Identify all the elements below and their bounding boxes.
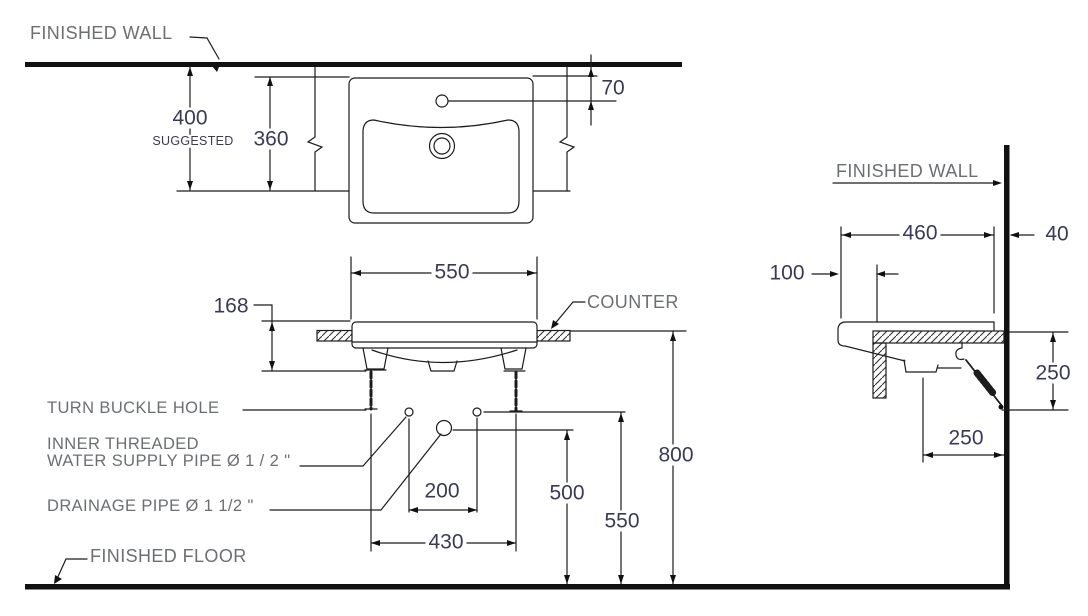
dim-250-bottom-label: 250 — [945, 427, 987, 449]
sink-side-profile — [837, 321, 995, 362]
floor-line — [25, 584, 1010, 590]
side-elevation-view — [811, 145, 1069, 589]
counter-break-right — [558, 66, 576, 192]
counter-hatch-right — [536, 329, 571, 342]
counter-break-left — [306, 66, 324, 192]
drain-pipe-hole — [435, 419, 453, 437]
dim-550-width-label: 550 — [431, 261, 473, 283]
dim-500-label: 500 — [546, 482, 588, 504]
finished-floor-label: FINISHED FLOOR — [90, 546, 247, 566]
dim-360-label: 360 — [250, 128, 292, 150]
plan-view — [25, 36, 682, 224]
water-supply-pipe-label: WATER SUPPLY PIPE Ø 1 / 2 " — [47, 452, 291, 470]
dim-430-label: 430 — [425, 531, 467, 553]
supply-hole-right — [472, 407, 482, 417]
dim-460-label: 460 — [899, 222, 941, 244]
dim-70-label: 70 — [598, 77, 628, 99]
wall-line-top — [25, 62, 682, 67]
supply-hole-left — [404, 407, 414, 417]
dim-200-label: 200 — [421, 480, 463, 502]
faucet-hole — [435, 94, 449, 108]
dim-800-label: 800 — [655, 444, 697, 466]
sink-rim-front — [351, 321, 538, 349]
front-elevation-view — [25, 256, 1010, 590]
sink-plan-outline — [348, 77, 534, 224]
dim-40-label: 40 — [1042, 223, 1072, 245]
counter-hatch-left — [316, 329, 353, 342]
finished-wall-top-label: FINISHED WALL — [30, 23, 173, 43]
drain-hole-outer — [428, 132, 456, 160]
dim-550-height-label: 550 — [601, 510, 643, 532]
basin-outline — [362, 119, 520, 214]
turn-buckle-hole-label: TURN BUCKLE HOLE — [47, 399, 220, 417]
dim-400-suggested-note: SUGGESTED — [149, 135, 237, 148]
drain-hole-inner — [433, 137, 451, 155]
dim-400-label: 400 — [169, 107, 211, 129]
inner-threaded-label-line1: INNER THREADED — [47, 435, 199, 453]
counter-leg-side — [872, 342, 887, 399]
wall-line-right — [1004, 145, 1010, 589]
drainage-pipe-label: DRAINAGE PIPE Ø 1 1/2 " — [47, 497, 254, 515]
dim-250-right-label: 250 — [1032, 362, 1074, 384]
dim-100-label: 100 — [766, 262, 808, 284]
counter-label: COUNTER — [587, 292, 679, 312]
finished-wall-right-label: FINISHED WALL — [836, 161, 979, 181]
counter-slab-side — [872, 330, 1005, 344]
dim-168-label: 168 — [210, 295, 252, 317]
